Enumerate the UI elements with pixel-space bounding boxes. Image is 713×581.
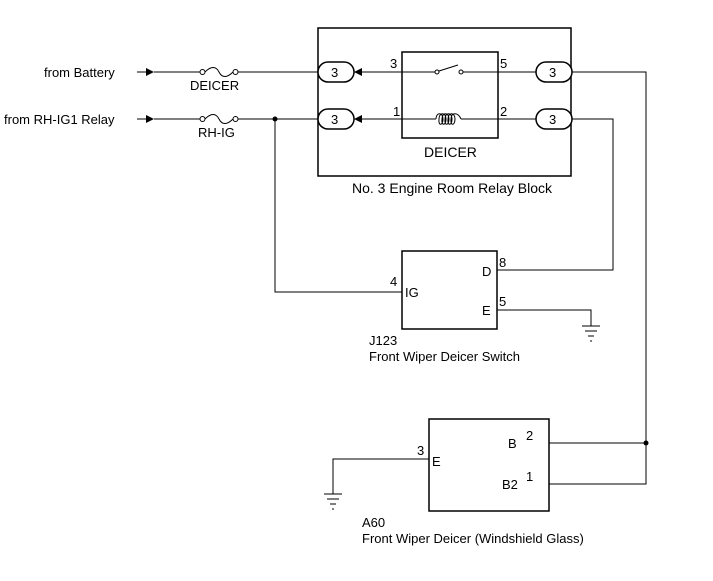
relay-block-name: No. 3 Engine Room Relay Block (352, 180, 553, 196)
deicer-ground-wire (332, 458, 429, 494)
relay-switch-contact (354, 64, 536, 76)
relay-pin2-to-switch-d-wire (497, 118, 614, 271)
deicer-a60-box (428, 418, 550, 512)
switch-pin-8: 8 (499, 255, 506, 270)
switch-ground-wire (497, 309, 592, 326)
battery-input-label: from Battery (44, 65, 115, 80)
relay-connector-right-top-label: 3 (549, 65, 556, 80)
switch-terminal-ig: IG (405, 285, 419, 300)
rh-ig-fuse-label: RH-IG (198, 125, 235, 140)
rh-ig1-input-label: from RH-IG1 Relay (4, 112, 115, 127)
switch-ground-icon (582, 325, 600, 342)
deicer-terminal-e: E (432, 454, 441, 469)
deicer-relay-box (401, 51, 499, 139)
relay-pin5-to-deicer-wire (549, 71, 647, 485)
relay-pin-5: 5 (500, 56, 507, 71)
rh-ig-fuse-symbol (199, 114, 239, 124)
relay-connector-right-bottom-label: 3 (549, 112, 556, 127)
relay-connector-left-top-label: 3 (331, 65, 338, 80)
relay-connector-left-bottom-label: 3 (331, 112, 338, 127)
deicer-fuse-label: DEICER (190, 78, 239, 93)
switch-j123-code: J123 (369, 333, 397, 348)
switch-j123-name: Front Wiper Deicer Switch (369, 349, 520, 364)
deicer-a60-code: A60 (362, 515, 385, 530)
relay-name-label: DEICER (424, 144, 477, 160)
rh-ig-to-switch-ig-wire (274, 119, 402, 293)
deicer-pin-2: 2 (526, 428, 533, 443)
switch-j123-box (401, 250, 498, 330)
relay-coil-symbol (354, 113, 536, 125)
deicer-a60-name: Front Wiper Deicer (Windshield Glass) (362, 531, 584, 546)
deicer-terminal-b2: B2 (502, 477, 518, 492)
relay-pin-3: 3 (390, 56, 397, 71)
switch-pin-5: 5 (499, 294, 506, 309)
rh-ig1-arrow (137, 115, 154, 123)
switch-terminal-d: D (482, 264, 491, 279)
deicer-junction-dot (643, 440, 649, 446)
relay-pin-2: 2 (500, 104, 507, 119)
deicer-fuse-symbol (199, 67, 239, 77)
switch-terminal-e: E (482, 303, 491, 318)
deicer-ground-icon (324, 493, 342, 510)
deicer-terminal-b: B (508, 436, 517, 451)
deicer-pin-3: 3 (417, 443, 424, 458)
relay-pin-1: 1 (393, 104, 400, 119)
battery-arrow (137, 68, 154, 76)
switch-pin-4: 4 (390, 274, 397, 289)
deicer-pin-1: 1 (526, 469, 533, 484)
